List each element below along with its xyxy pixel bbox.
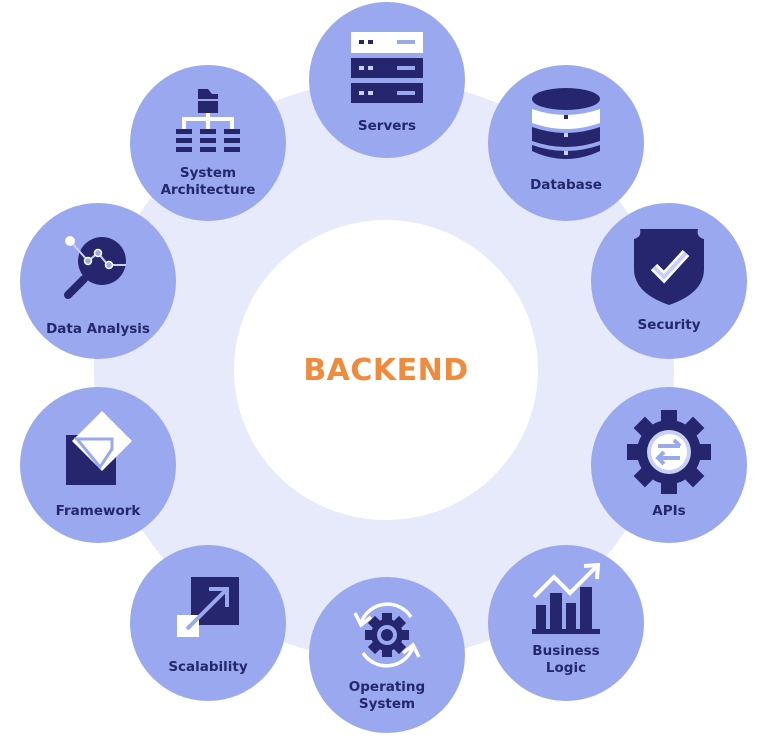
node-servers: Servers — [309, 2, 465, 158]
node-label: Security — [637, 317, 701, 333]
database-icon — [532, 88, 600, 159]
shield-check-icon — [634, 229, 704, 305]
server-rack-icon — [351, 32, 423, 103]
node-label: Operating System — [348, 679, 426, 712]
node-label: Database — [530, 177, 602, 193]
hierarchy-icon — [176, 89, 240, 152]
bar-chart-trend-icon — [532, 563, 601, 634]
node-apis: APIs — [591, 387, 747, 543]
node-label: Scalability — [168, 659, 248, 675]
node-label: Business Logic — [532, 643, 600, 676]
gear-exchange-icon — [627, 410, 711, 494]
node-operating-system: Operating System — [309, 577, 465, 733]
node-security: Security — [591, 203, 747, 359]
backend-core: BACKEND — [234, 220, 538, 520]
node-label: APIs — [652, 503, 686, 519]
node-framework: Framework — [20, 387, 176, 543]
magnifier-chart-icon — [64, 236, 126, 299]
scale-up-arrow-icon — [177, 577, 239, 637]
node-database: Database — [488, 65, 644, 221]
center-title: BACKEND — [303, 352, 469, 388]
node-business-logic: Business Logic — [488, 545, 644, 701]
node-data-analysis: Data Analysis — [20, 203, 176, 359]
node-label: Servers — [357, 118, 417, 134]
gear-cycle-icon — [353, 602, 421, 668]
node-label: Framework — [55, 503, 141, 519]
node-label: Data Analysis — [46, 321, 150, 337]
node-system-architecture: System Architecture — [130, 65, 286, 221]
node-scalability: Scalability — [130, 545, 286, 701]
framework-shapes-icon — [66, 411, 132, 485]
node-label: System Architecture — [160, 165, 256, 198]
